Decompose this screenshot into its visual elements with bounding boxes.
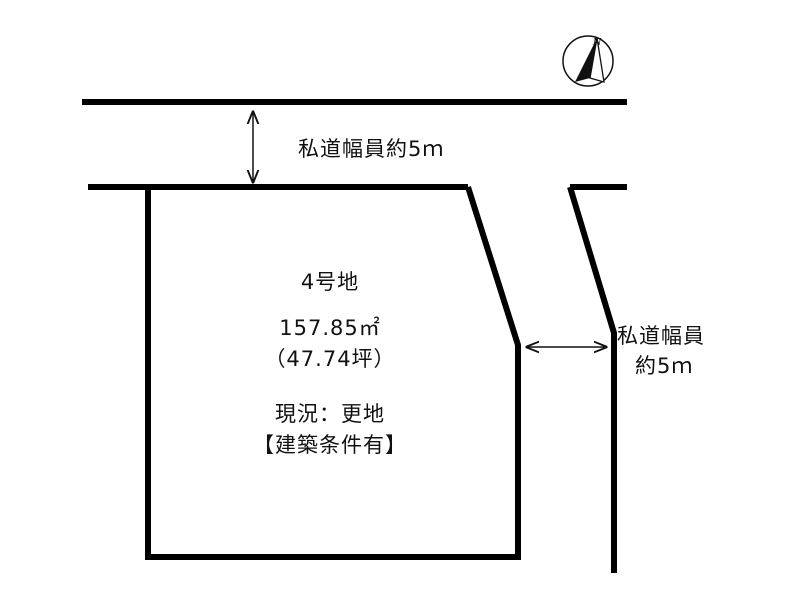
lot-area-tsubo: （47.74坪） bbox=[264, 347, 396, 371]
north-label: N bbox=[592, 38, 602, 48]
top-road-width-label: 私道幅員約5ｍ bbox=[298, 137, 445, 161]
side-road-width-label-line2: 約5ｍ bbox=[635, 354, 694, 378]
lot-boundary bbox=[145, 186, 521, 560]
side-road-edge bbox=[567, 186, 617, 573]
north-arrow-icon: N bbox=[562, 35, 614, 87]
side-road-width-label-line1: 私道幅員 bbox=[617, 324, 705, 348]
lot-building-condition: 【建築条件有】 bbox=[253, 433, 407, 457]
lot-name: 4号地 bbox=[300, 270, 360, 294]
lot-area: 157.85㎡ bbox=[279, 316, 381, 340]
lot-status: 現況：更地 bbox=[275, 402, 385, 426]
